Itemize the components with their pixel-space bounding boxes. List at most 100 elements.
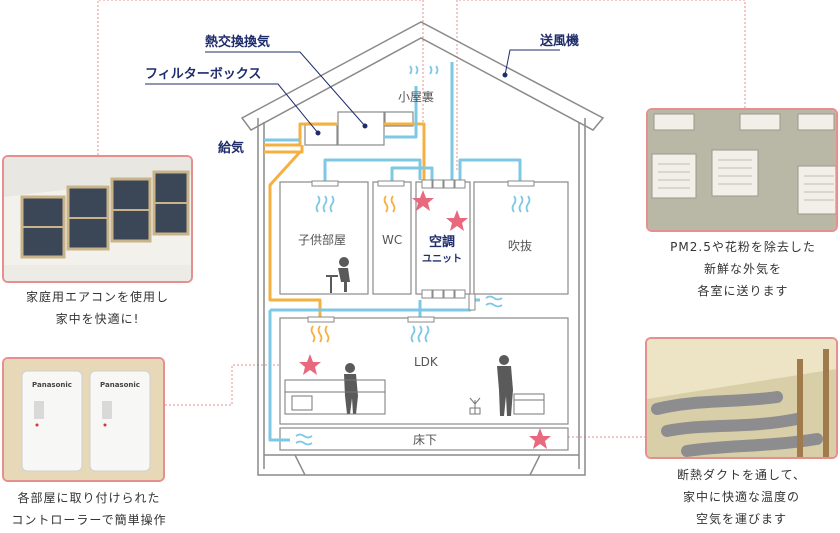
airflow-roof-up-icon (409, 65, 439, 75)
sofa (513, 393, 545, 415)
airflow-arrows-blue (295, 65, 531, 446)
label-ac-unit-2: ユニット (422, 253, 462, 265)
vent-ac-bot-1 (421, 289, 433, 299)
duct-blue-underfloor (268, 310, 290, 442)
vent-atrium (507, 180, 535, 187)
controller-brand-right: Panasonic (100, 381, 140, 389)
insulated-ducts-illustration (647, 339, 836, 457)
vent-ldk-mid (407, 316, 435, 323)
foundation-left (294, 454, 306, 476)
photo-aircon-grilles (2, 155, 193, 283)
caption-pm25-line-2: 新鮮な外気を (703, 262, 782, 276)
star-icon-underfloor (529, 428, 551, 449)
airflow-right-icon (485, 295, 503, 308)
pointer-heat-exchange (205, 51, 366, 127)
caption-duct: 断熱ダクトを通して、 家中に快適な温度の 空気を運びます (645, 464, 838, 530)
vent-ac-top-3 (443, 179, 455, 189)
caption-aircon-line-1: 家庭用エアコンを使用し (25, 290, 169, 304)
label-supply-air: 給気 (218, 140, 244, 156)
star-icon-ac-2 (446, 210, 468, 231)
foundation (294, 454, 541, 476)
caption-controller-line-2: コントローラーで簡単操作 (11, 513, 167, 527)
label-attic: 小屋裏 (398, 89, 434, 104)
caption-controller-line-1: 各部屋に取り付けられた (17, 491, 161, 505)
caption-aircon: 家庭用エアコンを使用し 家中を快適に! (0, 286, 195, 330)
caption-aircon-line-2: 家中を快適に! (55, 312, 140, 326)
callout-pointers (145, 49, 560, 136)
label-underfloor: 床下 (413, 433, 437, 447)
airflow-kids-down-icon (315, 195, 335, 213)
airflow-ldk-left-up-icon (310, 325, 330, 343)
child-reading-figure (326, 257, 350, 293)
room-ldk (279, 317, 569, 425)
duct-orange-kids (268, 150, 322, 320)
highlight-stars (299, 190, 551, 449)
filter-box (304, 124, 338, 146)
label-atrium: 吹抜 (508, 239, 532, 253)
foundation-right (529, 454, 541, 476)
duct-blue-kids (323, 158, 422, 183)
duct-orange-supply (264, 122, 338, 147)
house-outline (240, 21, 605, 476)
ducts-orange (264, 122, 426, 320)
label-filter-box: フィルターボックス (145, 66, 261, 82)
photo-vent-panels (646, 108, 838, 232)
label-wc: WC (382, 233, 402, 247)
caption-pm25: PM2.5や花粉を除去した 新鮮な外気を 各室に送ります (648, 236, 838, 302)
label-kids-room: 子供部屋 (298, 232, 346, 247)
vents (307, 179, 535, 323)
plant (469, 397, 481, 415)
house-wall (257, 118, 586, 476)
diagram-labels: 熱交換換気 フィルターボックス 給気 送風機 小屋裏 子供部屋 WC 空調 ユニ… (145, 33, 579, 447)
controller-illustration: Panasonic Panasonic (4, 359, 163, 480)
vent-ac-bot-4 (454, 289, 466, 299)
controller-brand-left: Panasonic (32, 381, 72, 389)
label-heat-exchange: 熱交換換気 (205, 34, 270, 50)
silhouettes (284, 257, 545, 416)
adult-kitchen-figure (344, 363, 358, 414)
leader-line-controller (165, 364, 300, 406)
caption-duct-line-2: 家中に快適な温度の (682, 490, 800, 504)
vent-ac-top-2 (432, 179, 444, 189)
pointer-heat-exchange-dot (362, 123, 368, 129)
airflow-arrows-orange (310, 195, 396, 343)
pointer-blower (504, 49, 560, 76)
vent-ac-top-4 (454, 179, 466, 189)
caption-pm25-line-1: PM2.5や花粉を除去した (670, 240, 816, 254)
room-atrium (473, 181, 569, 295)
caption-controller: 各部屋に取り付けられた コントローラーで簡単操作 (0, 487, 178, 531)
duct-orange-down (384, 122, 426, 180)
aircon-grille-illustration (4, 157, 191, 281)
airflow-ldk-mid-down-icon (410, 325, 430, 343)
attic-equipment (304, 111, 414, 146)
vent-wc (377, 180, 405, 187)
caption-pm25-line-3: 各室に送ります (697, 284, 789, 298)
photo-insulated-ducts (645, 337, 838, 459)
adult-living-figure (497, 355, 513, 416)
leader-line-aircon (97, 0, 424, 170)
rooms (279, 181, 569, 451)
airflow-underfloor-icon (295, 433, 313, 446)
pointer-blower-dot (502, 72, 508, 78)
kitchen-counter (284, 379, 386, 415)
heat-exchanger (337, 111, 385, 146)
pointer-filter-box (145, 83, 319, 134)
star-icon-ac-1 (412, 190, 434, 211)
room-ac-unit (415, 181, 471, 295)
duct-blue-vent-out (384, 86, 418, 139)
photo-controllers: Panasonic Panasonic (2, 357, 165, 482)
star-icon-ldk (299, 354, 321, 375)
vent-kids (311, 180, 339, 187)
caption-duct-line-3: 空気を運びます (695, 512, 787, 526)
vent-ac-bot-3 (443, 289, 455, 299)
vent-ac-side (468, 293, 476, 311)
duct-orange-loop (264, 145, 304, 154)
vent-panels-illustration (648, 110, 836, 230)
vent-ac-top-1 (421, 179, 433, 189)
vent-ac-bot-2 (432, 289, 444, 299)
label-ldk: LDK (414, 355, 439, 369)
leader-line-pm25 (456, 0, 746, 170)
airflow-wc-up-icon (383, 195, 396, 213)
pointer-filter-box-dot (315, 130, 321, 136)
